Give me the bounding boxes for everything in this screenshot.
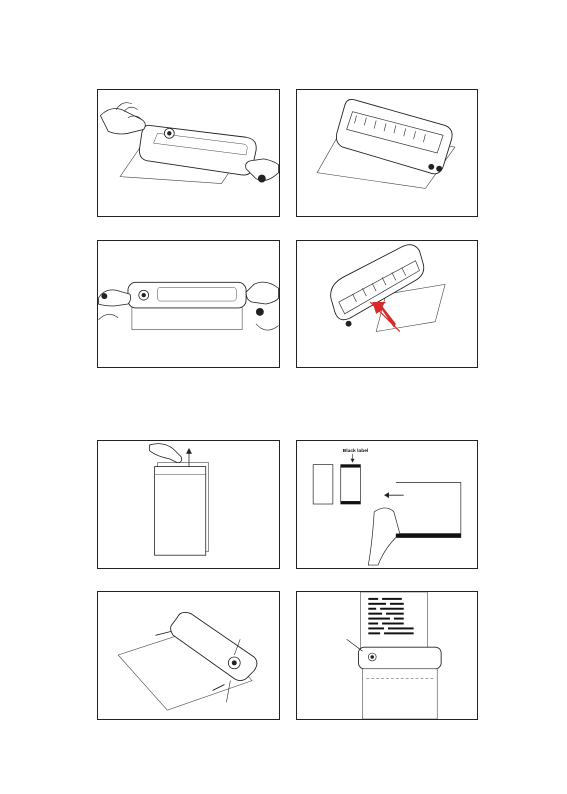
- printer-open-arrow-illustration: [297, 241, 477, 367]
- illustration-panel-3: [97, 240, 280, 368]
- printer-callout-illustration: [98, 592, 279, 719]
- illustration-panel-6: Black label: [296, 440, 478, 569]
- printer-open-illustration: [297, 90, 477, 216]
- illustration-panel-4: [296, 240, 478, 368]
- illustration-panel-2: [296, 89, 478, 217]
- illustration-panel-5: [97, 440, 280, 569]
- illustration-panel-8: [296, 591, 478, 720]
- paper-stack-illustration: [98, 441, 279, 568]
- illustration-panel-7: [97, 591, 280, 720]
- printer-hold-illustration: [98, 241, 279, 367]
- illustration-panel-1: [97, 89, 280, 217]
- black-label-text: Black label: [343, 448, 369, 454]
- black-label-illustration: Black label: [297, 441, 477, 568]
- printer-feed-illustration: [98, 90, 279, 216]
- printer-output-illustration: [297, 592, 477, 719]
